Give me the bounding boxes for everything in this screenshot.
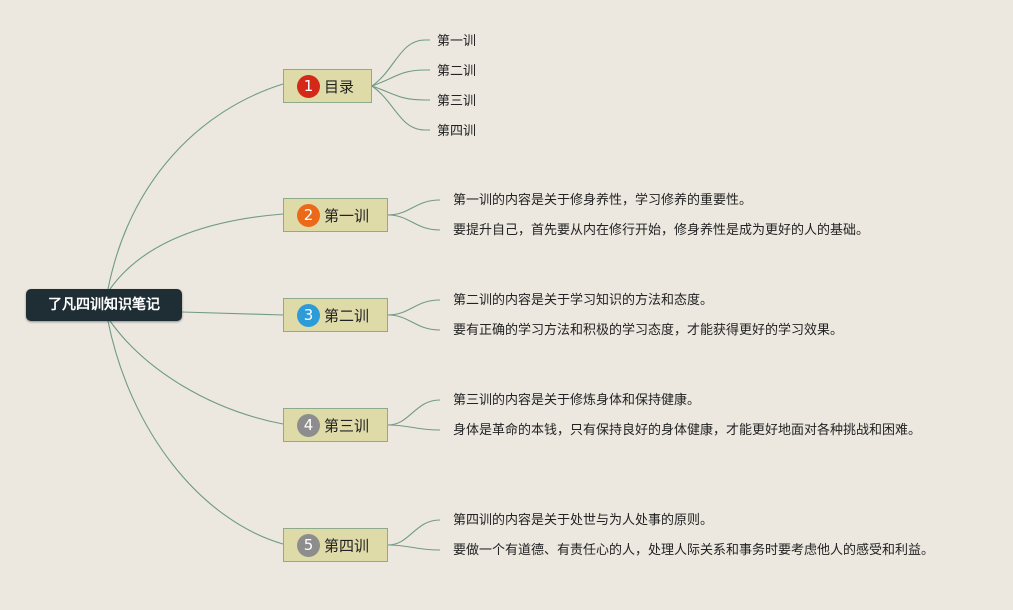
subtopic[interactable]: 第三训 [437, 94, 477, 109]
link-topic-3-child-1 [387, 299, 441, 316]
subtopic[interactable]: 要做一个有道德、有责任心的人，处理人际关系和事务时要考虑他人的感受和利益。 [453, 543, 935, 558]
link-topic-2-child-2 [387, 214, 441, 231]
link-topic-4-child-1 [387, 399, 441, 426]
subtopic[interactable]: 身体是革命的本钱，只有保持良好的身体健康，才能更好地面对各种挑战和困难。 [453, 423, 922, 438]
subtopic[interactable]: 要提升自己，首先要从内在修行开始，修身养性是成为更好的人的基础。 [453, 223, 870, 238]
subtopic[interactable]: 第二训 [437, 64, 477, 79]
number-4-icon: 4 [297, 413, 320, 437]
subtopic[interactable]: 第一训 [437, 34, 477, 49]
link-topic-5-child-1 [387, 519, 441, 546]
subtopic[interactable]: 第四训 [437, 124, 477, 139]
topic-label: 第四训 [324, 536, 370, 555]
link-topic-5-child-2 [387, 544, 441, 551]
number-1-icon: 1 [297, 74, 320, 98]
root-topic[interactable]: 了凡四训知识笔记 [26, 289, 182, 321]
link-topic-1-child-1 [371, 39, 430, 87]
subtopic[interactable]: 第一训的内容是关于修身养性，学习修养的重要性。 [453, 193, 753, 208]
number-3-icon: 3 [297, 303, 320, 327]
link-topic-4-child-2 [387, 424, 441, 431]
link-topic-1-child-3 [371, 85, 430, 101]
subtopic[interactable]: 要有正确的学习方法和积极的学习态度，才能获得更好的学习效果。 [453, 323, 844, 338]
topic-label: 第二训 [324, 306, 370, 325]
link-root-topic-5 [107, 320, 284, 545]
link-root-topic-4 [109, 320, 284, 425]
topic-5[interactable]: 5 第四训 [283, 528, 388, 562]
link-topic-1-child-2 [371, 69, 430, 87]
subtopic[interactable]: 第三训的内容是关于修炼身体和保持健康。 [453, 393, 701, 408]
number-2-icon: 2 [297, 203, 320, 227]
subtopic[interactable]: 第二训的内容是关于学习知识的方法和态度。 [453, 293, 714, 308]
topic-2[interactable]: 2 第一训 [283, 198, 388, 232]
number-5-icon: 5 [297, 533, 320, 557]
topic-label: 第三训 [324, 416, 370, 435]
link-topic-3-child-2 [387, 314, 441, 331]
link-topic-1-child-4 [371, 85, 430, 131]
subtopic[interactable]: 第四训的内容是关于处世与为人处事的原则。 [453, 513, 714, 528]
topic-label: 第一训 [324, 206, 370, 225]
link-root-topic-2 [109, 213, 284, 290]
link-root-topic-3 [181, 311, 284, 316]
topic-1[interactable]: 1 目录 [283, 69, 372, 103]
link-topic-2-child-1 [387, 199, 441, 216]
topic-4[interactable]: 4 第三训 [283, 408, 388, 442]
topic-3[interactable]: 3 第二训 [283, 298, 388, 332]
topic-label: 目录 [324, 77, 355, 96]
link-root-topic-1 [107, 83, 284, 290]
